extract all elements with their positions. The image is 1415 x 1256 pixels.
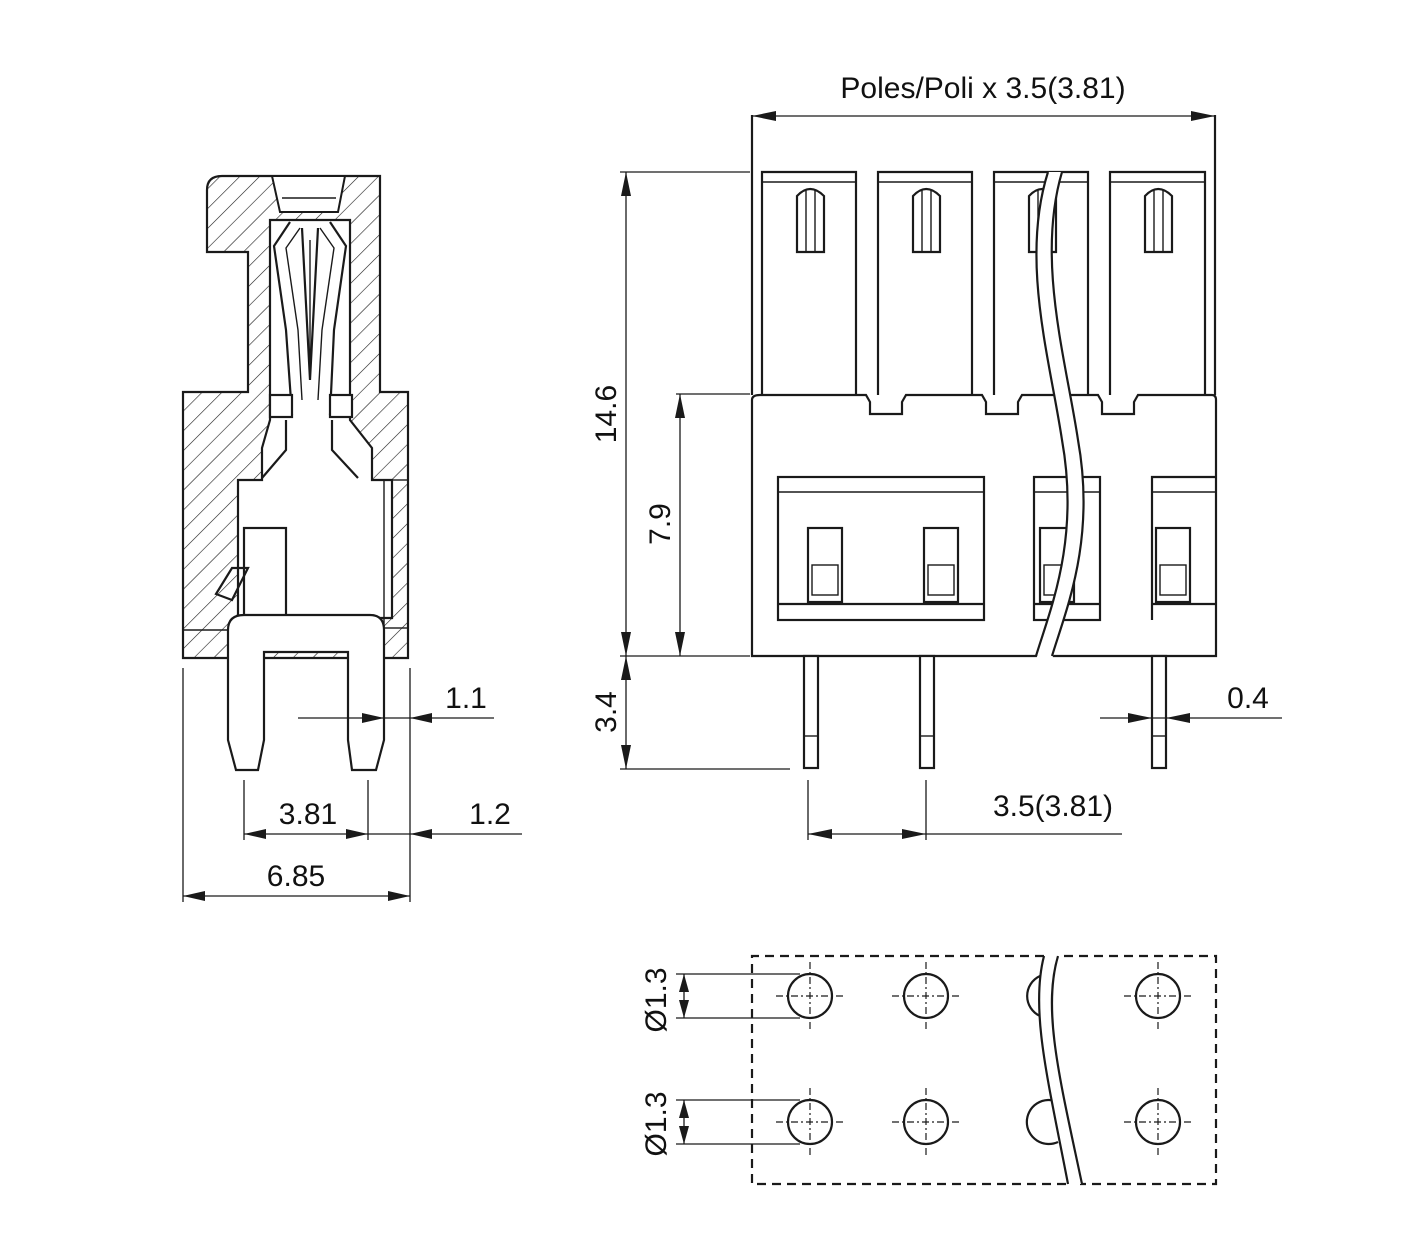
lower-body bbox=[750, 393, 1218, 658]
pcb-hole-pattern bbox=[750, 954, 1218, 1186]
dim-pin-length: 3.4 bbox=[590, 691, 623, 733]
holes-bottom-row bbox=[786, 1098, 1182, 1146]
dim-height-total: 14.6 bbox=[590, 385, 623, 443]
pcb-dimensions: Ø1.3 Ø1.3 bbox=[640, 967, 800, 1157]
dim-pin-width: 0.4 bbox=[1227, 682, 1269, 715]
side-dimensions: 1.1 3.81 1.2 6.85 bbox=[182, 668, 522, 902]
wire-windows bbox=[776, 475, 1216, 622]
screw-slot bbox=[270, 175, 347, 213]
dim-hole-dia-bottom: Ø1.3 bbox=[640, 1091, 673, 1156]
dim-height-body: 7.9 bbox=[644, 503, 677, 545]
front-view bbox=[750, 115, 1218, 770]
dim-side-pitch: 3.81 bbox=[279, 798, 337, 831]
front-dimensions: Poles/Poli x 3.5(3.81) 14.6 7.9 3.4 0.4 … bbox=[590, 72, 1282, 840]
upper-section bbox=[750, 115, 1217, 395]
dim-poles-pitch: Poles/Poli x 3.5(3.81) bbox=[840, 72, 1125, 105]
pins bbox=[802, 654, 1168, 770]
side-section-view bbox=[181, 174, 410, 772]
screw-slots bbox=[795, 187, 1174, 254]
holes-top-row bbox=[786, 972, 1182, 1020]
clamp-spring-right bbox=[328, 221, 348, 416]
dim-hole-dia-top: Ø1.3 bbox=[640, 967, 673, 1032]
fork-pin bbox=[226, 613, 386, 772]
dim-side-depth: 6.85 bbox=[267, 860, 325, 893]
break-line bbox=[1036, 172, 1084, 660]
dim-side-gap: 1.1 bbox=[445, 682, 487, 715]
dim-side-offset: 1.2 bbox=[469, 798, 511, 831]
clamp-spring-left bbox=[272, 221, 294, 416]
housing-cavity bbox=[236, 218, 394, 620]
dim-pin-pitch: 3.5(3.81) bbox=[993, 790, 1113, 823]
center-lines bbox=[776, 962, 1192, 1156]
